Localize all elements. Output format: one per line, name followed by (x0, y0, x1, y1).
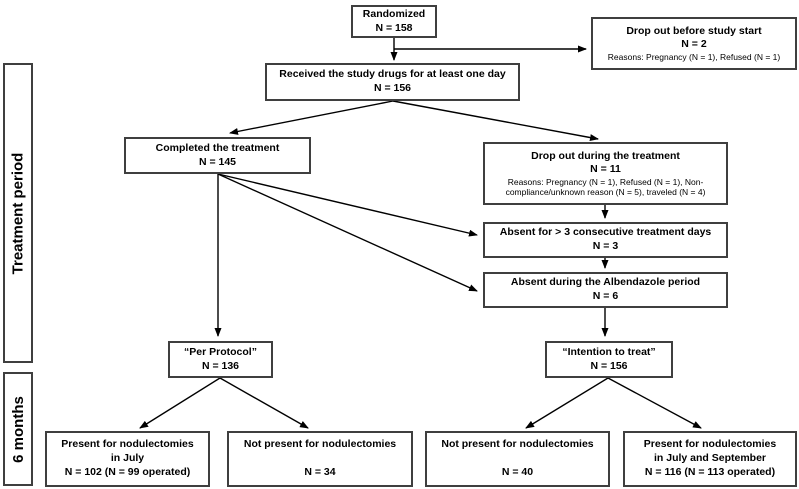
node-title: Received the study drugs for at least on… (279, 68, 506, 81)
node-title: Absent during the Albendazole period (510, 276, 701, 289)
node-title: Present for nodulectomies (61, 438, 194, 451)
node-title: Present for nodulectomies (643, 438, 777, 451)
node-count: N = 145 (198, 155, 237, 168)
node-per-protocol: “Per Protocol” N = 136 (168, 341, 273, 378)
node-count: N = 40 (501, 466, 534, 479)
node-dropout-before-start: Drop out before study start N = 2 Reason… (591, 17, 797, 70)
node-title: “Intention to treat” (562, 345, 656, 358)
node-title: Not present for nodulectomies (243, 438, 397, 450)
node-reasons: Reasons: Pregnancy (N = 1), Refused (N =… (505, 177, 706, 198)
node-title: Drop out before study start (626, 24, 762, 37)
node-absent-consecutive-days: Absent for > 3 consecutive treatment day… (483, 222, 728, 258)
node-title: Randomized (362, 7, 426, 20)
node-title: Completed the treatment (155, 141, 280, 154)
phase-label-6-months: 6 months (3, 372, 33, 486)
node-received-study-drugs: Received the study drugs for at least on… (265, 63, 520, 101)
phase-label-text: Treatment period (9, 152, 27, 274)
node-intention-to-treat: “Intention to treat” N = 156 (545, 341, 673, 378)
node-present-nodulectomies-july-september: Present for nodulectomies in July and Se… (623, 431, 797, 487)
node-dropout-during-treatment: Drop out during the treatment N = 11 Rea… (483, 142, 728, 205)
node-present-nodulectomies-july: Present for nodulectomies in July N = 10… (45, 431, 210, 487)
node-title: Absent for > 3 consecutive treatment day… (499, 226, 712, 239)
node-count: N = 3 (592, 240, 619, 252)
phase-label-treatment-period: Treatment period (3, 63, 33, 363)
node-count: N = 11 (590, 163, 621, 176)
node-subtitle: in July (110, 452, 145, 465)
node-count: N = 156 (590, 359, 628, 372)
node-count: N = 2 (681, 38, 707, 51)
node-absent-albendazole-period: Absent during the Albendazole period N =… (483, 272, 728, 308)
node-randomized: Randomized N = 158 (351, 5, 437, 38)
node-count: N = 158 (375, 21, 413, 34)
node-title: Not present for nodulectomies (441, 438, 594, 450)
node-count: N = 6 (592, 290, 619, 302)
node-not-present-nodulectomies-september: Not present for nodulectomies N = 40 (425, 431, 610, 487)
node-reasons: Reasons: Pregnancy (N = 1), Refused (N =… (607, 52, 781, 63)
node-title: “Per Protocol” (184, 345, 257, 358)
node-count: N = 102 (N = 99 operated) (64, 465, 191, 478)
node-count: N = 116 (N = 113 operated) (644, 465, 776, 478)
node-not-present-nodulectomies-july: Not present for nodulectomies N = 34 (227, 431, 413, 487)
node-count: N = 136 (201, 359, 240, 372)
node-completed-treatment: Completed the treatment N = 145 (124, 137, 311, 174)
node-subtitle: in July and September (653, 452, 767, 465)
node-title: Drop out during the treatment (531, 149, 680, 162)
node-count: N = 156 (373, 82, 412, 94)
phase-label-text: 6 months (9, 395, 27, 463)
node-count: N = 34 (304, 466, 336, 479)
